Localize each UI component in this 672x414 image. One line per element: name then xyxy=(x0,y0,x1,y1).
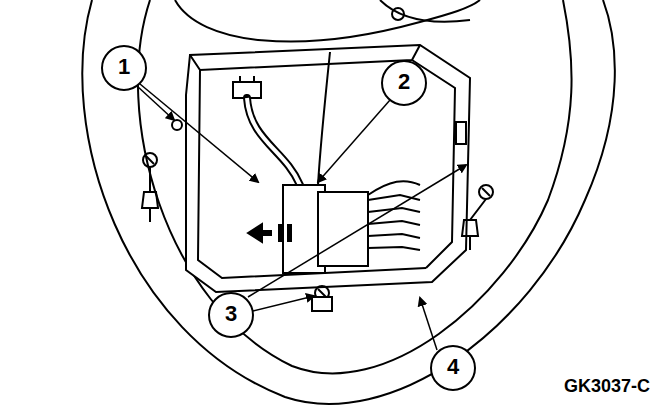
figure-code: GK3037-C xyxy=(564,377,650,395)
callout-number: 4 xyxy=(435,356,471,380)
callout-number: 1 xyxy=(106,56,142,80)
callout-number: 3 xyxy=(213,303,249,327)
callout-number: 2 xyxy=(386,71,422,95)
